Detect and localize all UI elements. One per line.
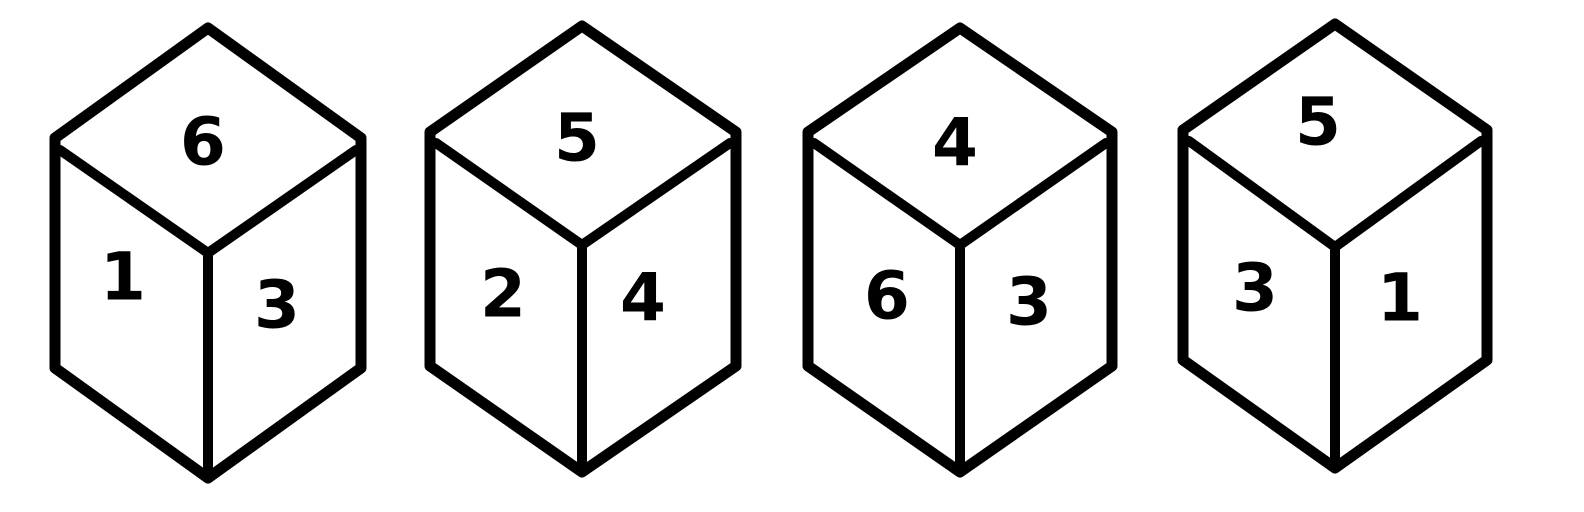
cube-2: 5 2 4 [424, 20, 742, 478]
cube-1-inner-edges [55, 145, 361, 477]
cube-1-top-number: 6 [180, 104, 226, 181]
cube-2-left-number: 2 [480, 256, 526, 333]
cube-1: 6 1 3 [49, 22, 367, 484]
cube-4-right-number: 1 [1377, 260, 1423, 337]
cube-4-top-number: 5 [1295, 84, 1341, 161]
cube-1-right-number: 3 [254, 267, 300, 344]
cube-3-inner-edges [809, 138, 1111, 471]
cube-2-top-number: 5 [554, 100, 600, 177]
cube-4-inner-edges [1184, 136, 1486, 467]
cube-3-right-number: 3 [1006, 264, 1052, 341]
cube-2-right-number: 4 [620, 260, 666, 337]
cube-3: 4 6 3 [802, 22, 1118, 478]
cube-4-left-number: 3 [1232, 250, 1278, 327]
cube-1-left-number: 1 [100, 239, 146, 316]
cube-2-inner-edges [431, 138, 735, 471]
cube-3-left-number: 6 [864, 258, 910, 335]
cube-4: 5 3 1 [1177, 18, 1493, 474]
cube-3-top-number: 4 [932, 105, 978, 182]
